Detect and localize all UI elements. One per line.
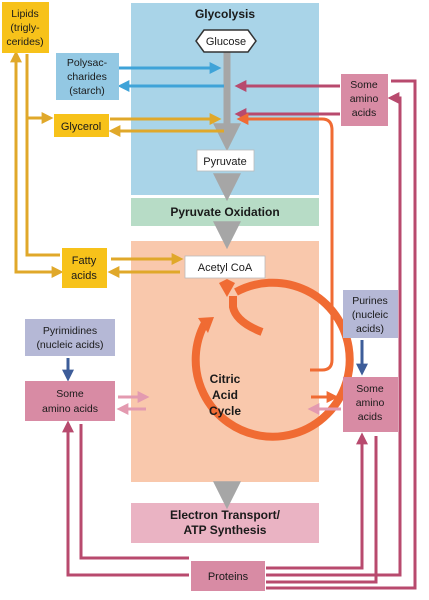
amino-acids-right-node: Some amino acids bbox=[343, 377, 398, 432]
svg-text:charides: charides bbox=[67, 71, 107, 83]
polysaccharides-node: Polysac- charides (starch) bbox=[56, 53, 119, 100]
svg-text:Some: Some bbox=[356, 383, 384, 395]
citric-acid-cycle-label: Citric Acid Cycle bbox=[209, 372, 241, 418]
svg-text:Acetyl CoA: Acetyl CoA bbox=[198, 262, 253, 274]
svg-text:Glycerol: Glycerol bbox=[61, 121, 101, 133]
svg-text:ATP Synthesis: ATP Synthesis bbox=[184, 523, 267, 537]
pyruvate-oxidation-title: Pyruvate Oxidation bbox=[170, 205, 279, 219]
svg-text:acids: acids bbox=[358, 411, 383, 423]
proteins-node: Proteins bbox=[191, 561, 265, 591]
svg-text:Cycle: Cycle bbox=[209, 404, 241, 418]
svg-text:acids): acids) bbox=[356, 323, 384, 335]
pyruvate-node: Pyruvate bbox=[196, 149, 255, 172]
svg-text:amino: amino bbox=[356, 397, 385, 409]
svg-text:(nucleic: (nucleic bbox=[352, 309, 388, 321]
svg-text:Electron Transport/: Electron Transport/ bbox=[170, 508, 281, 522]
lipid-arrows bbox=[10, 50, 224, 278]
svg-text:amino acids: amino acids bbox=[42, 403, 98, 415]
svg-text:(trigly-: (trigly- bbox=[10, 22, 40, 34]
purines-node: Purines (nucleic acids) bbox=[343, 290, 398, 338]
electron-transport-panel bbox=[131, 503, 319, 543]
glycerol-node: Glycerol bbox=[54, 114, 109, 137]
svg-text:Purines: Purines bbox=[352, 295, 388, 307]
svg-text:(nucleic acids): (nucleic acids) bbox=[36, 339, 103, 351]
svg-text:Some: Some bbox=[56, 388, 84, 400]
svg-text:Citric: Citric bbox=[210, 372, 241, 386]
svg-text:Acid: Acid bbox=[212, 388, 238, 402]
carbohydrate-arrows bbox=[110, 62, 224, 92]
cycle-output-arrows bbox=[236, 113, 339, 403]
amino-acids-left-node: Some amino acids bbox=[25, 381, 115, 421]
acetyl-coa-node: Acetyl CoA bbox=[184, 255, 266, 279]
svg-text:Some: Some bbox=[350, 79, 378, 91]
electron-transport-label: Electron Transport/ ATP Synthesis bbox=[170, 508, 281, 537]
glucose-node: Glucose bbox=[195, 29, 257, 53]
fatty-acids-node: Fatty acids bbox=[62, 248, 107, 288]
svg-text:Proteins: Proteins bbox=[208, 571, 249, 583]
svg-text:cerides): cerides) bbox=[6, 36, 43, 48]
svg-text:Pyrimidines: Pyrimidines bbox=[43, 325, 97, 337]
svg-text:Lipids: Lipids bbox=[11, 8, 38, 20]
svg-text:Pyruvate: Pyruvate bbox=[203, 156, 246, 168]
svg-text:(starch): (starch) bbox=[69, 85, 105, 97]
svg-text:Fatty: Fatty bbox=[72, 255, 97, 267]
svg-text:acids: acids bbox=[352, 107, 377, 119]
amino-acids-top-right-node: Some amino acids bbox=[341, 74, 388, 126]
svg-text:Polysac-: Polysac- bbox=[67, 57, 108, 69]
citric-acid-cycle-ring bbox=[191, 278, 354, 441]
amino-acid-arrows bbox=[62, 79, 417, 590]
nucleic-acid-arrows bbox=[62, 340, 368, 382]
pyrimidines-node: Pyrimidines (nucleic acids) bbox=[25, 319, 115, 356]
svg-text:amino: amino bbox=[350, 93, 379, 105]
svg-text:acids: acids bbox=[71, 270, 97, 282]
lipids-node: Lipids (trigly- cerides) bbox=[2, 2, 49, 53]
glycolysis-title: Glycolysis bbox=[195, 7, 255, 21]
cycle-side-arrows bbox=[116, 391, 341, 415]
svg-text:Glucose: Glucose bbox=[206, 36, 246, 48]
